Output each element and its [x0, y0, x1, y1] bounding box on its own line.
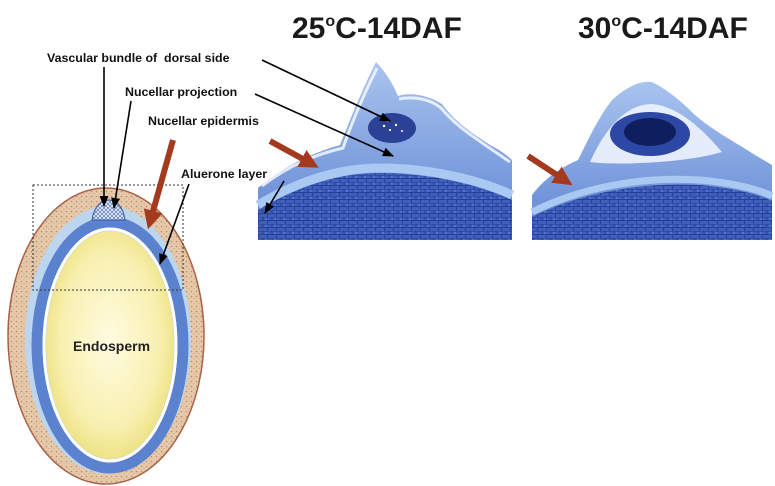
nucellar-projection-tissue [368, 113, 416, 143]
dark-cavity-30c [624, 118, 676, 146]
label-aleurone-layer: Aluerone layer [181, 167, 267, 181]
title-30c-14daf: 30oC-14DAF [578, 12, 748, 45]
label-vascular-bundle: Vascular bundle of dorsal side [47, 51, 230, 65]
micrograph-30c [532, 82, 772, 240]
red-arrow-30c [528, 156, 566, 181]
micrograph-25c [258, 62, 512, 240]
grain-schematic: Endosperm [8, 185, 204, 484]
title-25c-14daf: 25oC-14DAF [292, 12, 462, 45]
label-nucellar-projection: Nucellar projection [125, 85, 237, 99]
red-arrow-25c [270, 141, 312, 164]
red-arrow-schematic [150, 140, 173, 222]
endosperm-label: Endosperm [73, 338, 150, 354]
label-nucellar-epidermis: Nucellar epidermis [148, 114, 259, 128]
